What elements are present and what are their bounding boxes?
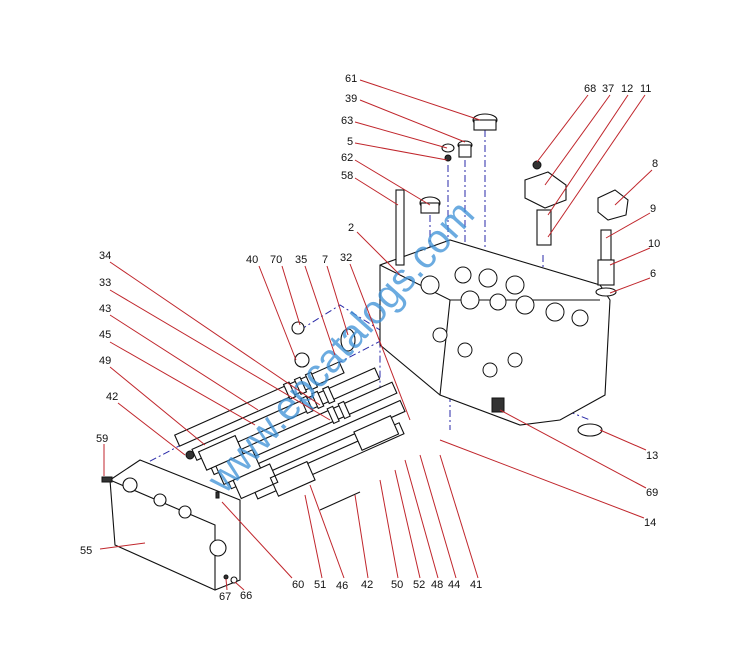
leader-line-42-25 [117, 402, 186, 456]
part-label-9-12: 9 [650, 203, 656, 215]
leader-line-51-29 [304, 494, 323, 579]
leader-line-11-10 [547, 94, 646, 238]
part-label-42-31: 42 [361, 579, 373, 591]
part-label-35-17: 35 [295, 254, 307, 266]
part-label-12-9: 12 [621, 83, 633, 95]
part-label-45-23: 45 [99, 329, 111, 341]
part-label-63-2: 63 [341, 115, 353, 127]
leader-line-49-24 [109, 366, 206, 446]
part-label-61-0: 61 [345, 73, 357, 85]
spool-assemblies [173, 321, 603, 511]
part-label-34-20: 34 [99, 250, 111, 262]
part-label-10-13: 10 [648, 238, 660, 250]
part-label-8-11: 8 [652, 158, 658, 170]
end-cap [101, 459, 241, 591]
part-label-52-33: 52 [413, 579, 425, 591]
leader-line-43-22 [109, 314, 259, 411]
leader-line-8-11 [614, 169, 653, 206]
leader-line-66-38 [234, 581, 245, 591]
leader-line-14-41 [439, 439, 645, 519]
part-label-32-19: 32 [340, 252, 352, 264]
part-label-49-24: 49 [99, 355, 111, 367]
leader-line-33-21 [109, 289, 331, 421]
part-label-43-22: 43 [99, 303, 111, 315]
part-label-51-29: 51 [314, 579, 326, 591]
leader-line-37-8 [544, 94, 611, 186]
part-label-40-15: 40 [246, 254, 258, 266]
leader-line-35-17 [304, 265, 336, 356]
part-label-66-38: 66 [240, 590, 252, 602]
part-label-48-34: 48 [431, 579, 443, 591]
part-label-42-25: 42 [106, 391, 118, 403]
top-parts [395, 113, 629, 297]
leader-line-44-35 [419, 454, 457, 579]
leader-line-67-37 [225, 578, 228, 591]
leader-line-34-20 [109, 261, 321, 406]
part-label-55-27: 55 [80, 545, 92, 557]
leader-line-10-13 [609, 247, 651, 266]
leader-line-61-0 [359, 79, 481, 121]
leader-line-13-39 [599, 429, 647, 451]
leader-line-60-28 [221, 501, 293, 579]
part-label-5-3: 5 [347, 136, 353, 148]
part-label-39-1: 39 [345, 93, 357, 105]
part-label-6-14: 6 [650, 268, 656, 280]
leader-line-46-30 [309, 484, 345, 579]
part-label-2-6: 2 [348, 222, 354, 234]
leader-line-41-36 [439, 454, 479, 579]
part-labels: 61 39 63 5 62 58 2 68 37 12 11 8 9 10 6 40 70 35 7 32 34 33 43… [80, 73, 660, 603]
leader-line-68-7 [536, 94, 589, 163]
leader-line-69-40 [499, 409, 647, 489]
leader-line-5-3 [354, 142, 448, 161]
part-label-59-26: 59 [96, 433, 108, 445]
leader-lines [99, 79, 653, 591]
leader-line-48-34 [404, 459, 439, 579]
part-label-67-37: 67 [219, 591, 231, 603]
leader-line-6-14 [609, 277, 651, 294]
part-label-14-41: 14 [644, 517, 656, 529]
leader-line-42-31 [354, 494, 369, 579]
leader-line-63-2 [354, 121, 448, 149]
valve-body [379, 239, 611, 426]
part-label-44-35: 44 [448, 579, 460, 591]
part-label-68-7: 68 [584, 83, 596, 95]
part-label-7-18: 7 [322, 254, 328, 266]
leader-line-2-6 [356, 231, 401, 276]
part-label-62-4: 62 [341, 152, 353, 164]
leader-line-62-4 [354, 159, 431, 206]
part-label-58-5: 58 [341, 170, 353, 182]
leader-line-32-19 [349, 263, 411, 421]
leader-line-12-9 [547, 94, 629, 216]
part-label-33-21: 33 [99, 277, 111, 289]
leader-line-7-18 [326, 265, 349, 336]
part-label-11-10: 11 [640, 83, 651, 95]
leader-line-45-23 [109, 341, 256, 426]
leader-line-50-32 [379, 479, 399, 579]
leader-line-55-27 [99, 542, 146, 550]
part-label-41-36: 41 [470, 579, 482, 591]
part-label-69-40: 69 [646, 487, 658, 499]
leader-line-39-1 [359, 99, 466, 143]
part-label-50-32: 50 [391, 579, 403, 591]
part-label-70-16: 70 [270, 254, 282, 266]
part-label-37-8: 37 [602, 83, 614, 95]
leader-line-58-5 [354, 177, 399, 206]
part-label-60-28: 60 [292, 579, 304, 591]
leader-line-70-16 [281, 265, 301, 326]
leader-line-9-12 [605, 212, 651, 239]
part-label-13-39: 13 [646, 450, 658, 462]
leader-line-52-33 [394, 469, 421, 579]
part-label-46-30: 46 [336, 580, 348, 592]
leader-line-40-15 [258, 265, 297, 361]
